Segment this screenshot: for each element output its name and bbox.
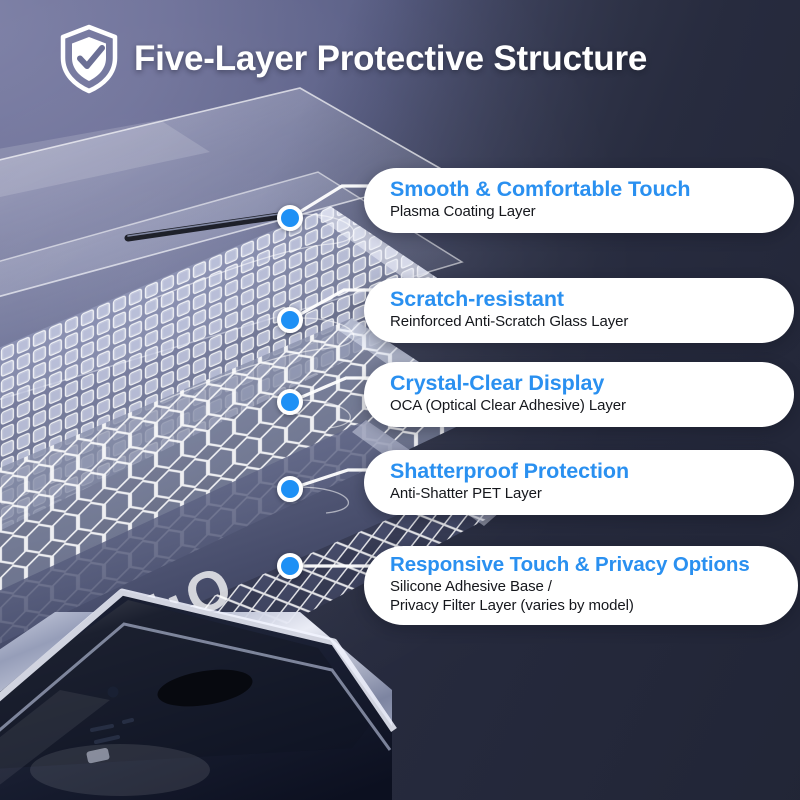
callout-layer-3[interactable]: Crystal-Clear Display OCA (Optical Clear… [364,362,794,427]
layer-dot-5[interactable] [277,553,303,579]
layer-dot-3[interactable] [277,389,303,415]
callout-5-subtitle: Silicone Adhesive Base / [390,578,552,596]
callout-5-title: Responsive Touch & Privacy Options [390,553,750,576]
callout-1-subtitle: Plasma Coating Layer [390,203,536,221]
callout-2-subtitle: Reinforced Anti-Scratch Glass Layer [390,313,629,331]
header: Five-Layer Protective Structure [0,0,800,118]
shield-check-icon [60,24,118,94]
page-title: Five-Layer Protective Structure [134,39,648,78]
callout-5-subtitle-2: Privacy Filter Layer (varies by model) [390,597,634,615]
glass-edge-bar [124,211,290,242]
callout-layer-4[interactable]: Shatterproof Protection Anti-Shatter PET… [364,450,794,515]
callout-layer-1[interactable]: Smooth & Comfortable Touch Plasma Coatin… [364,168,794,233]
smartphone-device [0,588,397,800]
callout-layer-5[interactable]: Responsive Touch & Privacy Options Silic… [364,546,798,625]
callout-2-title: Scratch-resistant [390,287,564,311]
layer-dot-1[interactable] [277,205,303,231]
callout-4-title: Shatterproof Protection [390,459,629,483]
layer-dot-4[interactable] [277,476,303,502]
callout-4-subtitle: Anti-Shatter PET Layer [390,485,542,503]
callout-1-title: Smooth & Comfortable Touch [390,177,691,201]
glass-edge-curves [149,213,355,514]
callout-layer-2[interactable]: Scratch-resistant Reinforced Anti-Scratc… [364,278,794,343]
callout-3-title: Crystal-Clear Display [390,371,605,395]
callout-3-subtitle: OCA (Optical Clear Adhesive) Layer [390,397,626,415]
layer-dot-2[interactable] [277,307,303,333]
